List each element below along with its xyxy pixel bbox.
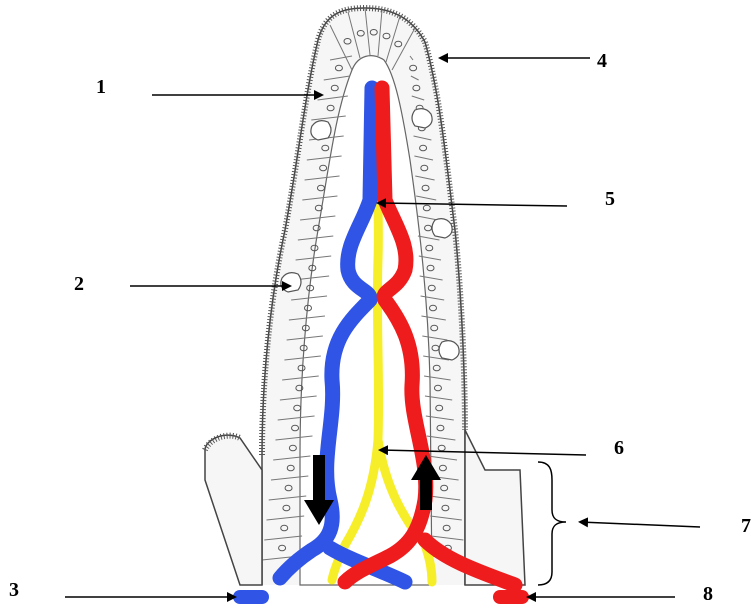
label-4: 4 bbox=[597, 50, 607, 72]
label-6: 6 bbox=[614, 437, 624, 459]
goblet-cell bbox=[432, 219, 452, 238]
goblet-cell bbox=[311, 121, 331, 140]
label-5: 5 bbox=[605, 188, 615, 210]
crypt-bracket bbox=[538, 462, 566, 585]
goblet-cell bbox=[412, 109, 432, 128]
goblet-cell bbox=[281, 273, 301, 292]
left-crypt bbox=[205, 435, 262, 585]
label-7: 7 bbox=[741, 515, 751, 537]
label-1: 1 bbox=[96, 76, 106, 98]
goblet-cell bbox=[439, 341, 459, 360]
label-3: 3 bbox=[9, 579, 19, 601]
label-2: 2 bbox=[74, 273, 84, 295]
leader-7 bbox=[580, 522, 700, 527]
label-8: 8 bbox=[703, 583, 713, 605]
